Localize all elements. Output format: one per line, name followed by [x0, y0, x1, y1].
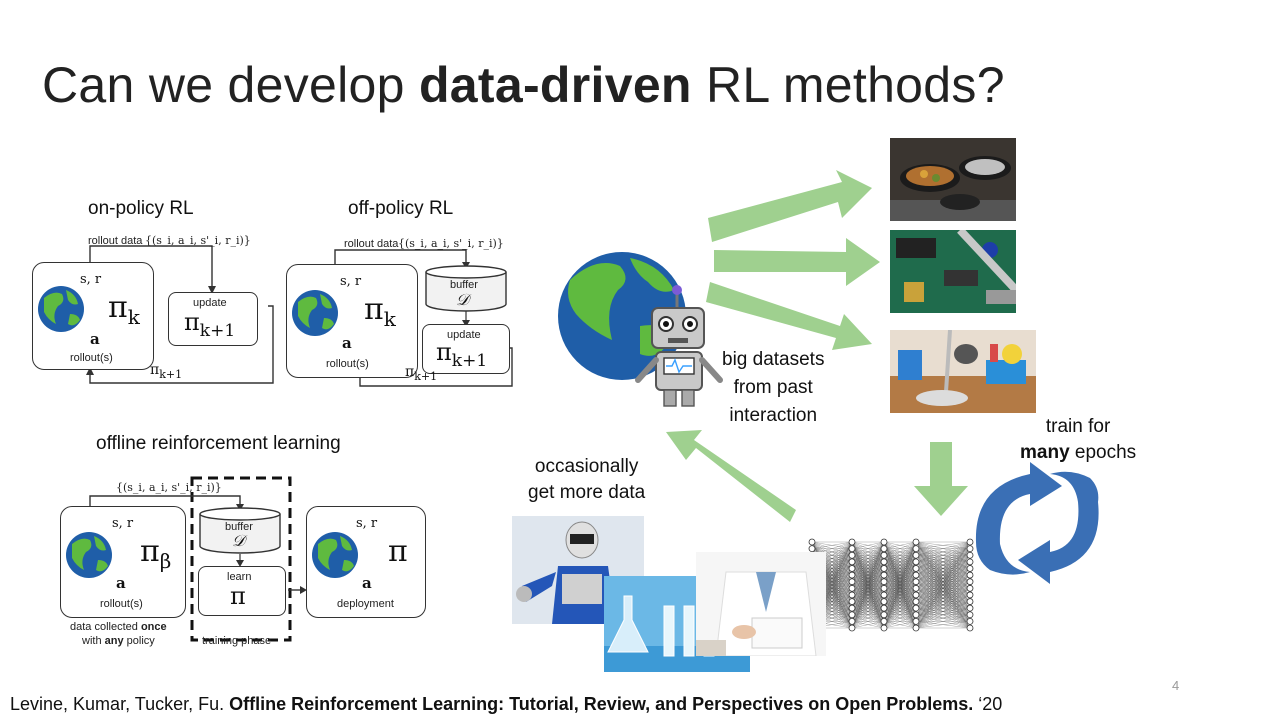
- offline-pi-learn: π: [230, 582, 246, 610]
- offpolicy-pi-k: π: [364, 292, 384, 327]
- offline-note-once: data collected once: [70, 621, 167, 633]
- earth-icon-large: [558, 252, 686, 380]
- electronics-photo: [890, 230, 1016, 313]
- offline-deploy-sr: s, r: [356, 516, 378, 531]
- earth-icon: [66, 532, 112, 578]
- onpolicy-update-box: [168, 292, 258, 346]
- offpolicy-pi-k1: π: [436, 338, 452, 366]
- offline-note-any: with any policy: [82, 635, 155, 647]
- offpolicy-k-sub: k: [383, 307, 396, 331]
- earth-icon: [292, 290, 338, 336]
- onpolicy-pi-k: π: [108, 290, 128, 325]
- offpolicy-a: a: [342, 334, 352, 352]
- offpolicy-rollouts: rollout(s): [326, 358, 369, 370]
- offline-deploy-a: a: [362, 574, 372, 592]
- offline-learn-box: [198, 566, 286, 616]
- green-arrow-down-to-network: [914, 442, 968, 516]
- green-arrow-up-to-robot: [666, 430, 796, 522]
- earth-icon: [312, 532, 358, 578]
- offpolicy-tuple: {(s_i, a_i, s'_i, r_i)}: [398, 237, 504, 250]
- robot-icon: [635, 285, 723, 407]
- neural-network-icon: [808, 538, 974, 632]
- offpolicy-update-box: [422, 324, 510, 374]
- offline-beta-sub: β: [159, 549, 172, 573]
- cleaning-photo: [890, 330, 1036, 413]
- citation-footer: Levine, Kumar, Tucker, Fu. Offline Reinf…: [10, 694, 1003, 714]
- offline-pi-deploy: π: [388, 534, 408, 569]
- offline-deployment-label: deployment: [337, 598, 394, 610]
- offpolicy-caption: off-policy RL: [348, 198, 454, 219]
- onpolicy-k1-sub: k+1: [199, 320, 236, 341]
- onpolicy-a: a: [90, 330, 100, 348]
- offpolicy-update-label: update: [447, 329, 481, 341]
- offline-caption: offline reinforcement learning: [96, 433, 341, 454]
- offline-sr: s, r: [112, 516, 134, 531]
- slide-title: Can we develop data-driven RL methods?: [42, 57, 1005, 113]
- onpolicy-k1-loop-sub: k+1: [159, 367, 183, 381]
- offpolicy-sr: s, r: [340, 274, 362, 289]
- offline-learn-label: learn: [227, 571, 252, 583]
- buffer-cylinder-icon: [199, 507, 281, 554]
- occasionally-text: occasionally get more data: [528, 456, 646, 503]
- offpolicy-k1-loop-sub: k+1: [414, 369, 438, 383]
- offpolicy-k1-sub: k+1: [451, 350, 488, 371]
- big-datasets-text: big datasets from past interaction: [722, 349, 825, 426]
- offline-buffer-label: buffer: [225, 521, 253, 533]
- offpolicy-D: 𝒟: [456, 290, 469, 309]
- offline-D: 𝒟: [232, 531, 245, 550]
- buffer-cylinder-icon: [425, 265, 507, 312]
- doctor-photo: [696, 552, 826, 656]
- green-arrow-to-cooking: [708, 170, 872, 242]
- onpolicy-caption: on-policy RL: [88, 198, 194, 219]
- onpolicy-k-sub: k: [127, 305, 140, 329]
- offpolicy-buffer-label: buffer: [450, 279, 478, 291]
- offline-rollouts: rollout(s): [100, 598, 143, 610]
- offline-a: a: [116, 574, 126, 592]
- onpolicy-tuple: {(s_i, a_i, s'_i, r_i)}: [145, 234, 251, 247]
- onpolicy-update-label: update: [193, 297, 227, 309]
- earth-icon: [38, 286, 84, 332]
- cooking-photo: [890, 138, 1016, 221]
- onpolicy-rollout-data: rollout data: [88, 235, 143, 247]
- offline-tuple: {(s_i, a_i, s'_i, r_i)}: [116, 481, 222, 494]
- green-arrow-to-cleaning: [706, 282, 872, 350]
- train-many-epochs-text: train for many epochs: [1020, 416, 1137, 463]
- offpolicy-rollout-data: rollout data: [344, 238, 399, 250]
- training-cycle-icon: [975, 462, 1099, 584]
- onpolicy-pi-k1-loop: π: [150, 362, 160, 378]
- green-arrow-to-electronics: [714, 238, 880, 286]
- offline-pi-beta: π: [140, 534, 160, 569]
- offpolicy-pi-k1-loop: π: [405, 364, 415, 380]
- offline-training-phase: training phase: [202, 635, 272, 647]
- onpolicy-pi-k1: π: [184, 308, 200, 336]
- onpolicy-sr: s, r: [80, 272, 102, 287]
- onpolicy-rollouts: rollout(s): [70, 352, 113, 364]
- page-number: 4: [1172, 678, 1180, 693]
